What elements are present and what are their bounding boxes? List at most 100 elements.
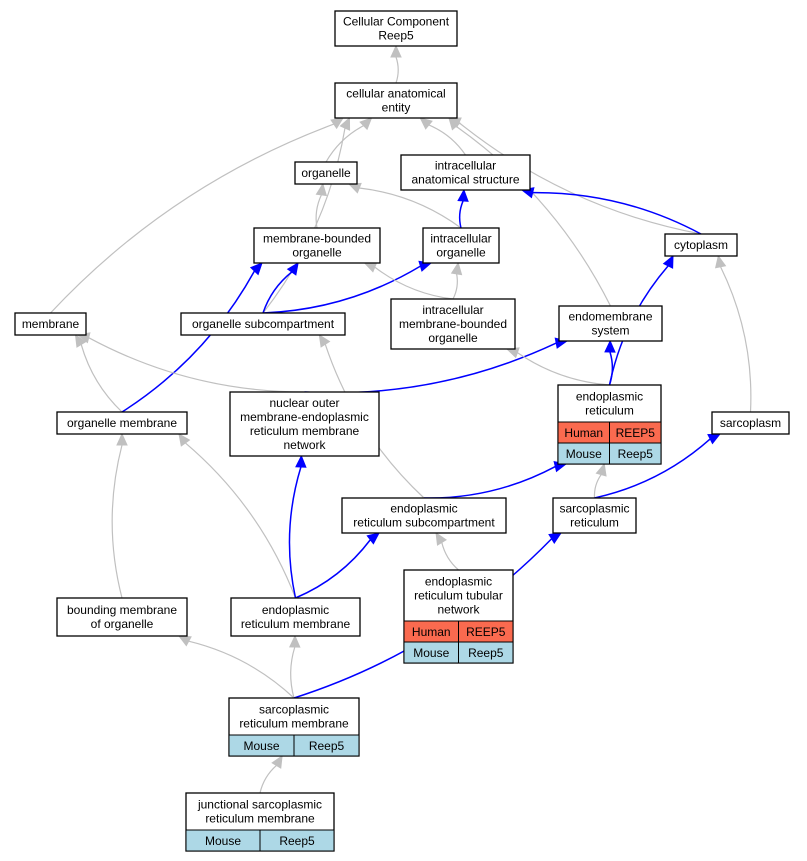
gene-label: REEP5 (616, 426, 656, 440)
node-label-line: membrane-bounded (263, 232, 371, 246)
edge-arrowhead (295, 454, 307, 468)
edge-mbo-to-organelle (315, 182, 328, 229)
node-box (334, 82, 458, 119)
edge-line (441, 542, 459, 571)
node-label-line: organelle (292, 246, 342, 260)
species-label: Mouse (243, 739, 279, 753)
edge-erm-to-ersub (295, 532, 380, 599)
edge-sarcoplasm-to-cytoplasm (714, 254, 752, 413)
edge-arrowhead (448, 117, 461, 131)
node-label-line: reticulum membrane (241, 617, 351, 631)
node-membrane[interactable]: membrane (14, 312, 87, 336)
annotation-cell-mouse (259, 829, 335, 852)
edge-line (262, 265, 421, 314)
edge-line (720, 266, 752, 413)
node-orgmem[interactable]: organelle membrane (56, 411, 188, 435)
node-label-line: sarcoplasm (720, 416, 781, 430)
edge-arrowhead (595, 462, 607, 477)
species-label: Mouse (205, 834, 241, 848)
edge-line (50, 123, 335, 314)
species-label: Mouse (566, 447, 602, 461)
node-label-line: reticulum membrane (250, 424, 360, 438)
edge-line (455, 125, 612, 307)
edge-arrowhead (662, 254, 674, 269)
node-label-line: cellular anatomical (346, 87, 445, 101)
edge-osub-to-mbo (262, 262, 299, 314)
node-label-line: junctional sarcoplasmic (197, 798, 322, 812)
node-label-line: Reep5 (378, 29, 414, 43)
node-box (230, 597, 361, 637)
edge-line (593, 474, 602, 499)
node-box (400, 154, 531, 191)
edge-line (395, 56, 399, 84)
edge-line (121, 270, 256, 413)
edge-arrowhead (330, 117, 345, 130)
edge-er-to-endosys (604, 339, 616, 386)
node-label-line: cytoplasm (674, 238, 728, 252)
node-sarcoplasm[interactable]: sarcoplasm (711, 411, 790, 435)
edge-arrowhead (249, 262, 263, 276)
edge-arrowhead (318, 333, 331, 348)
edge-arrowhead (177, 635, 192, 647)
node-label-line: membrane-bounded (399, 317, 507, 331)
edge-cae-to-root (390, 44, 402, 84)
edge-arrowhead (604, 339, 616, 353)
edge-line (88, 337, 305, 393)
node-cytoplasm[interactable]: cytoplasm (664, 233, 738, 257)
edge-ias-to-cae (419, 117, 466, 156)
edge-arrowhead (707, 433, 722, 445)
edge-arrowhead (271, 754, 283, 769)
gene-label: REEP5 (466, 625, 506, 639)
species-label: Human (564, 426, 603, 440)
node-box (334, 10, 458, 47)
node-organelle[interactable]: organelle (294, 161, 358, 185)
edge-line (184, 442, 297, 599)
node-box (253, 227, 381, 264)
node-label-line: organelle (436, 246, 486, 260)
node-label-line: reticulum membrane (239, 717, 349, 731)
edge-nomer-to-membrane (76, 332, 305, 393)
edge-line (458, 122, 702, 235)
edge-line (188, 640, 295, 699)
node-label-line: system (591, 324, 629, 338)
edge-sr-to-er (593, 462, 607, 499)
edge-line (315, 194, 322, 229)
node-label-line: intracellular (422, 303, 483, 317)
node-label-line: reticulum tubular (414, 589, 503, 603)
node-nomer[interactable]: nuclear outermembrane-endoplasmicreticul… (229, 391, 380, 457)
node-label-line: endoplasmic (390, 502, 457, 516)
node-box (341, 497, 507, 534)
node-label-line: organelle (428, 331, 478, 345)
node-box (56, 597, 188, 637)
edge-imbo-to-mbo (363, 261, 454, 300)
gene-label: Reep5 (618, 447, 654, 461)
node-label-line: intracellular (430, 232, 491, 246)
node-label-line: bounding membrane (67, 603, 177, 617)
edge-arrowhead (363, 261, 378, 273)
annotation-cell-mouse (609, 442, 662, 465)
edge-srm-to-bmo (177, 635, 295, 699)
node-osub[interactable]: organelle subcompartment (180, 312, 346, 336)
annotation-cell-mouse (293, 734, 360, 757)
node-label-line: nuclear outer (269, 396, 339, 410)
edge-arrowhead (714, 254, 727, 269)
edge-jsrm-to-srm (259, 754, 283, 794)
node-label-line: anatomical structure (411, 173, 519, 187)
node-label-line: membrane-endoplasmic (240, 410, 369, 424)
